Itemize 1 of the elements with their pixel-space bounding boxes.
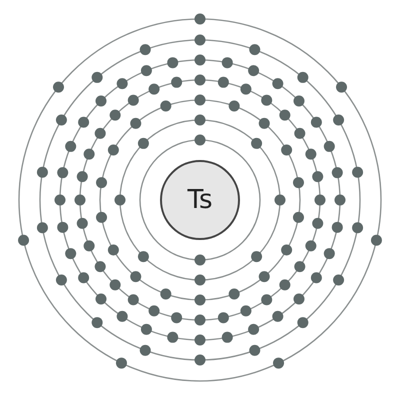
element-symbol: Ts (187, 185, 213, 215)
